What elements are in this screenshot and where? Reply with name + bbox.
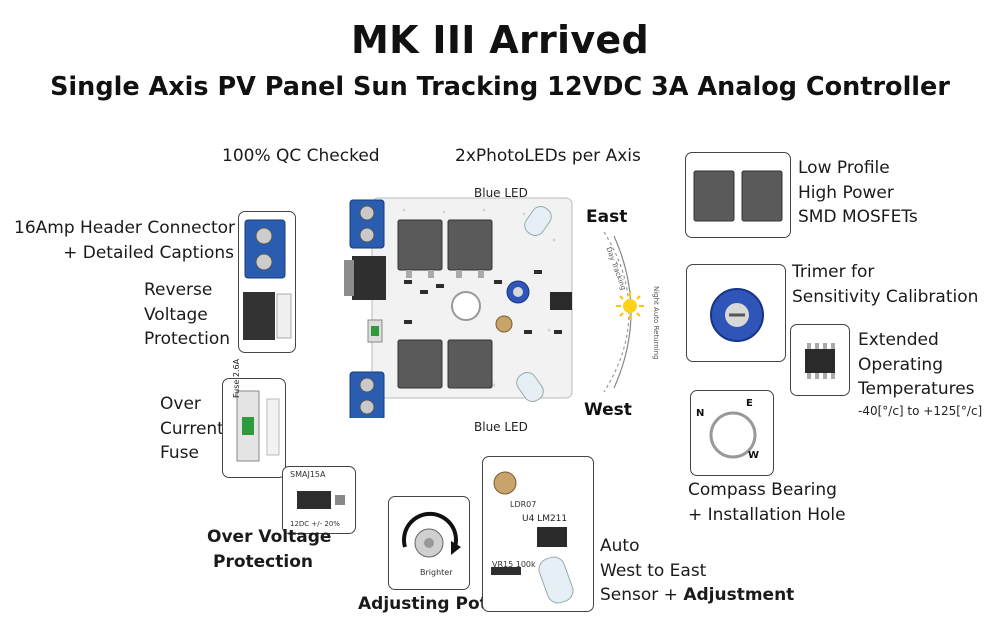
fuse-thumb <box>222 378 286 478</box>
sun-icon <box>616 292 644 320</box>
adjusting-pot-thumb <box>388 496 470 590</box>
compass-thumb <box>690 390 774 476</box>
mosfet-thumb <box>685 152 791 238</box>
trimmer-label: Trimer for Sensitivity Calibration <box>792 262 979 307</box>
mosfet-label: Low Profile High Power SMD MOSFETs <box>798 158 918 227</box>
compass-label: Compass Bearing + Installation Hole <box>688 480 846 525</box>
over-current-label: Over Current Fuse <box>160 394 224 463</box>
blue-led-top-illustration <box>524 206 552 236</box>
compass-w-label: W <box>748 450 760 461</box>
page-title: MK III Arrived <box>351 18 649 62</box>
tvs-thumb <box>282 466 356 534</box>
ic-label: U4 LM211 <box>522 514 568 524</box>
compass-e-label: E <box>746 398 753 409</box>
photoleds-label: 2xPhotoLEDs per Axis <box>455 146 641 166</box>
compass-n-label: N <box>696 408 705 419</box>
page-subtitle: Single Axis PV Panel Sun Tracking 12VDC … <box>50 72 950 102</box>
header-connector-thumb <box>238 211 296 353</box>
trimmer-thumb <box>686 264 786 362</box>
brighter-label: Brighter <box>420 568 453 577</box>
tvs-note-label: 12DC +/- 20% <box>290 520 340 528</box>
west-label: West <box>584 400 632 420</box>
tvs-part-label: SMAJ15A <box>290 470 326 479</box>
header-connector-label: 16Amp Header Connector + Detailed Captio… <box>14 218 235 263</box>
temp-range-label: -40[°/c] to +125[°/c] <box>858 404 983 418</box>
vr-label: VR15 100k <box>492 560 536 569</box>
terminal-top <box>349 199 385 249</box>
blue-led-top-label: Blue LED <box>474 186 528 200</box>
auto-sensor-label: Auto West to East Sensor + Adjustment <box>600 536 795 605</box>
qc-checked-label: 100% QC Checked <box>222 146 380 166</box>
night-return-label: Night Auto Returning <box>652 286 660 360</box>
reverse-voltage-label: Reverse Voltage Protection <box>144 280 231 349</box>
sensor-thumb <box>482 456 594 612</box>
ldr-label: LDR07 <box>510 500 537 509</box>
extended-temp-label: Extended Operating Temperatures <box>858 330 975 399</box>
fuse-rating-label: Fuse 2.6A <box>232 358 241 398</box>
sun-arc <box>603 231 644 393</box>
ic-thumb <box>790 324 850 396</box>
board-illustration <box>344 197 573 421</box>
blue-led-bottom-illustration <box>516 372 544 402</box>
east-label: East <box>586 207 628 227</box>
adjusting-pot-label: Adjusting Pot <box>358 594 488 614</box>
blue-led-bottom-label: Blue LED <box>474 420 528 434</box>
over-voltage-label: Over Voltage Protection <box>207 527 332 572</box>
controller-board <box>344 180 590 421</box>
